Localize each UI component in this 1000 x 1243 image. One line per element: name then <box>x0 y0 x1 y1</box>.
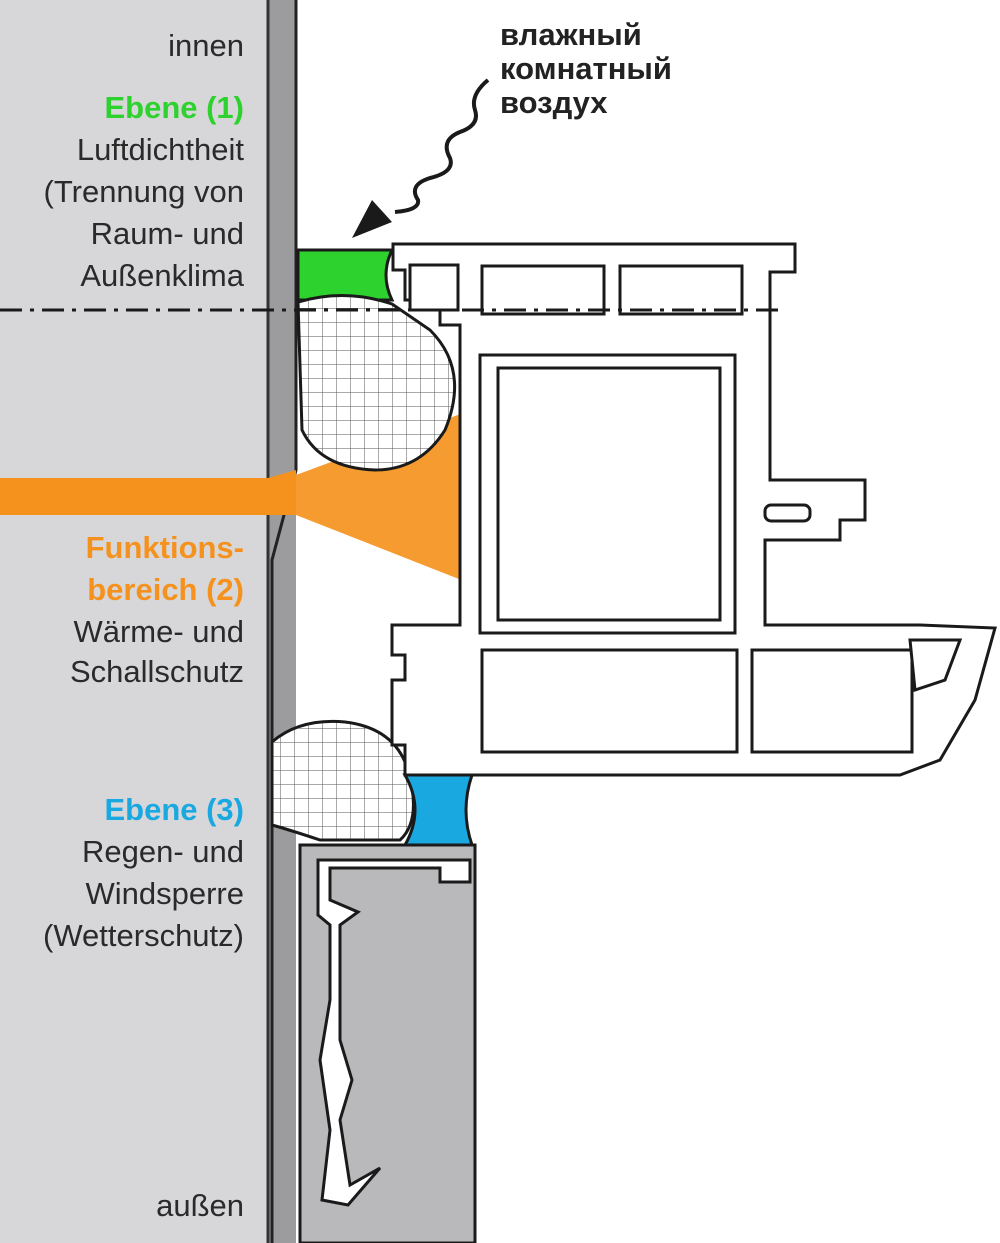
function-zone-band <box>0 470 296 515</box>
wall-section <box>0 0 268 1243</box>
level1-heading: Ebene (1) <box>104 90 244 125</box>
level3-line: Windsperre <box>85 876 245 911</box>
level2-heading: bereich (2) <box>87 572 244 607</box>
level1-line: (Trennung von <box>43 174 244 209</box>
annotation-line: воздух <box>500 85 608 120</box>
level3-heading: Ebene (3) <box>104 792 244 827</box>
level3-line: (Wetterschutz) <box>43 918 244 953</box>
insulation-foam-upper <box>296 294 457 472</box>
level1-line: Raum- und <box>90 216 244 251</box>
annotation-line: влажный <box>500 17 642 52</box>
inside-label: innen <box>168 28 244 63</box>
level1-line: Luftdichtheit <box>76 132 244 167</box>
level1-line: Außenklima <box>80 258 244 293</box>
outside-label: außen <box>156 1188 244 1223</box>
level2-heading: Funktions- <box>85 530 244 565</box>
level2-line: Wärme- und <box>73 614 244 649</box>
weather-seal-level3 <box>402 773 475 847</box>
airtight-seal-level1 <box>296 248 395 302</box>
sill-metal-profile <box>316 858 472 1207</box>
humid-air-annotation: влажный комнатный воздух <box>500 18 672 120</box>
level3-line: Regen- und <box>81 834 244 869</box>
level2-line: Schallschutz <box>69 654 244 689</box>
annotation-line: комнатный <box>500 51 672 86</box>
window-frame-profile <box>390 242 997 777</box>
wavy-arrow-icon <box>352 78 490 238</box>
